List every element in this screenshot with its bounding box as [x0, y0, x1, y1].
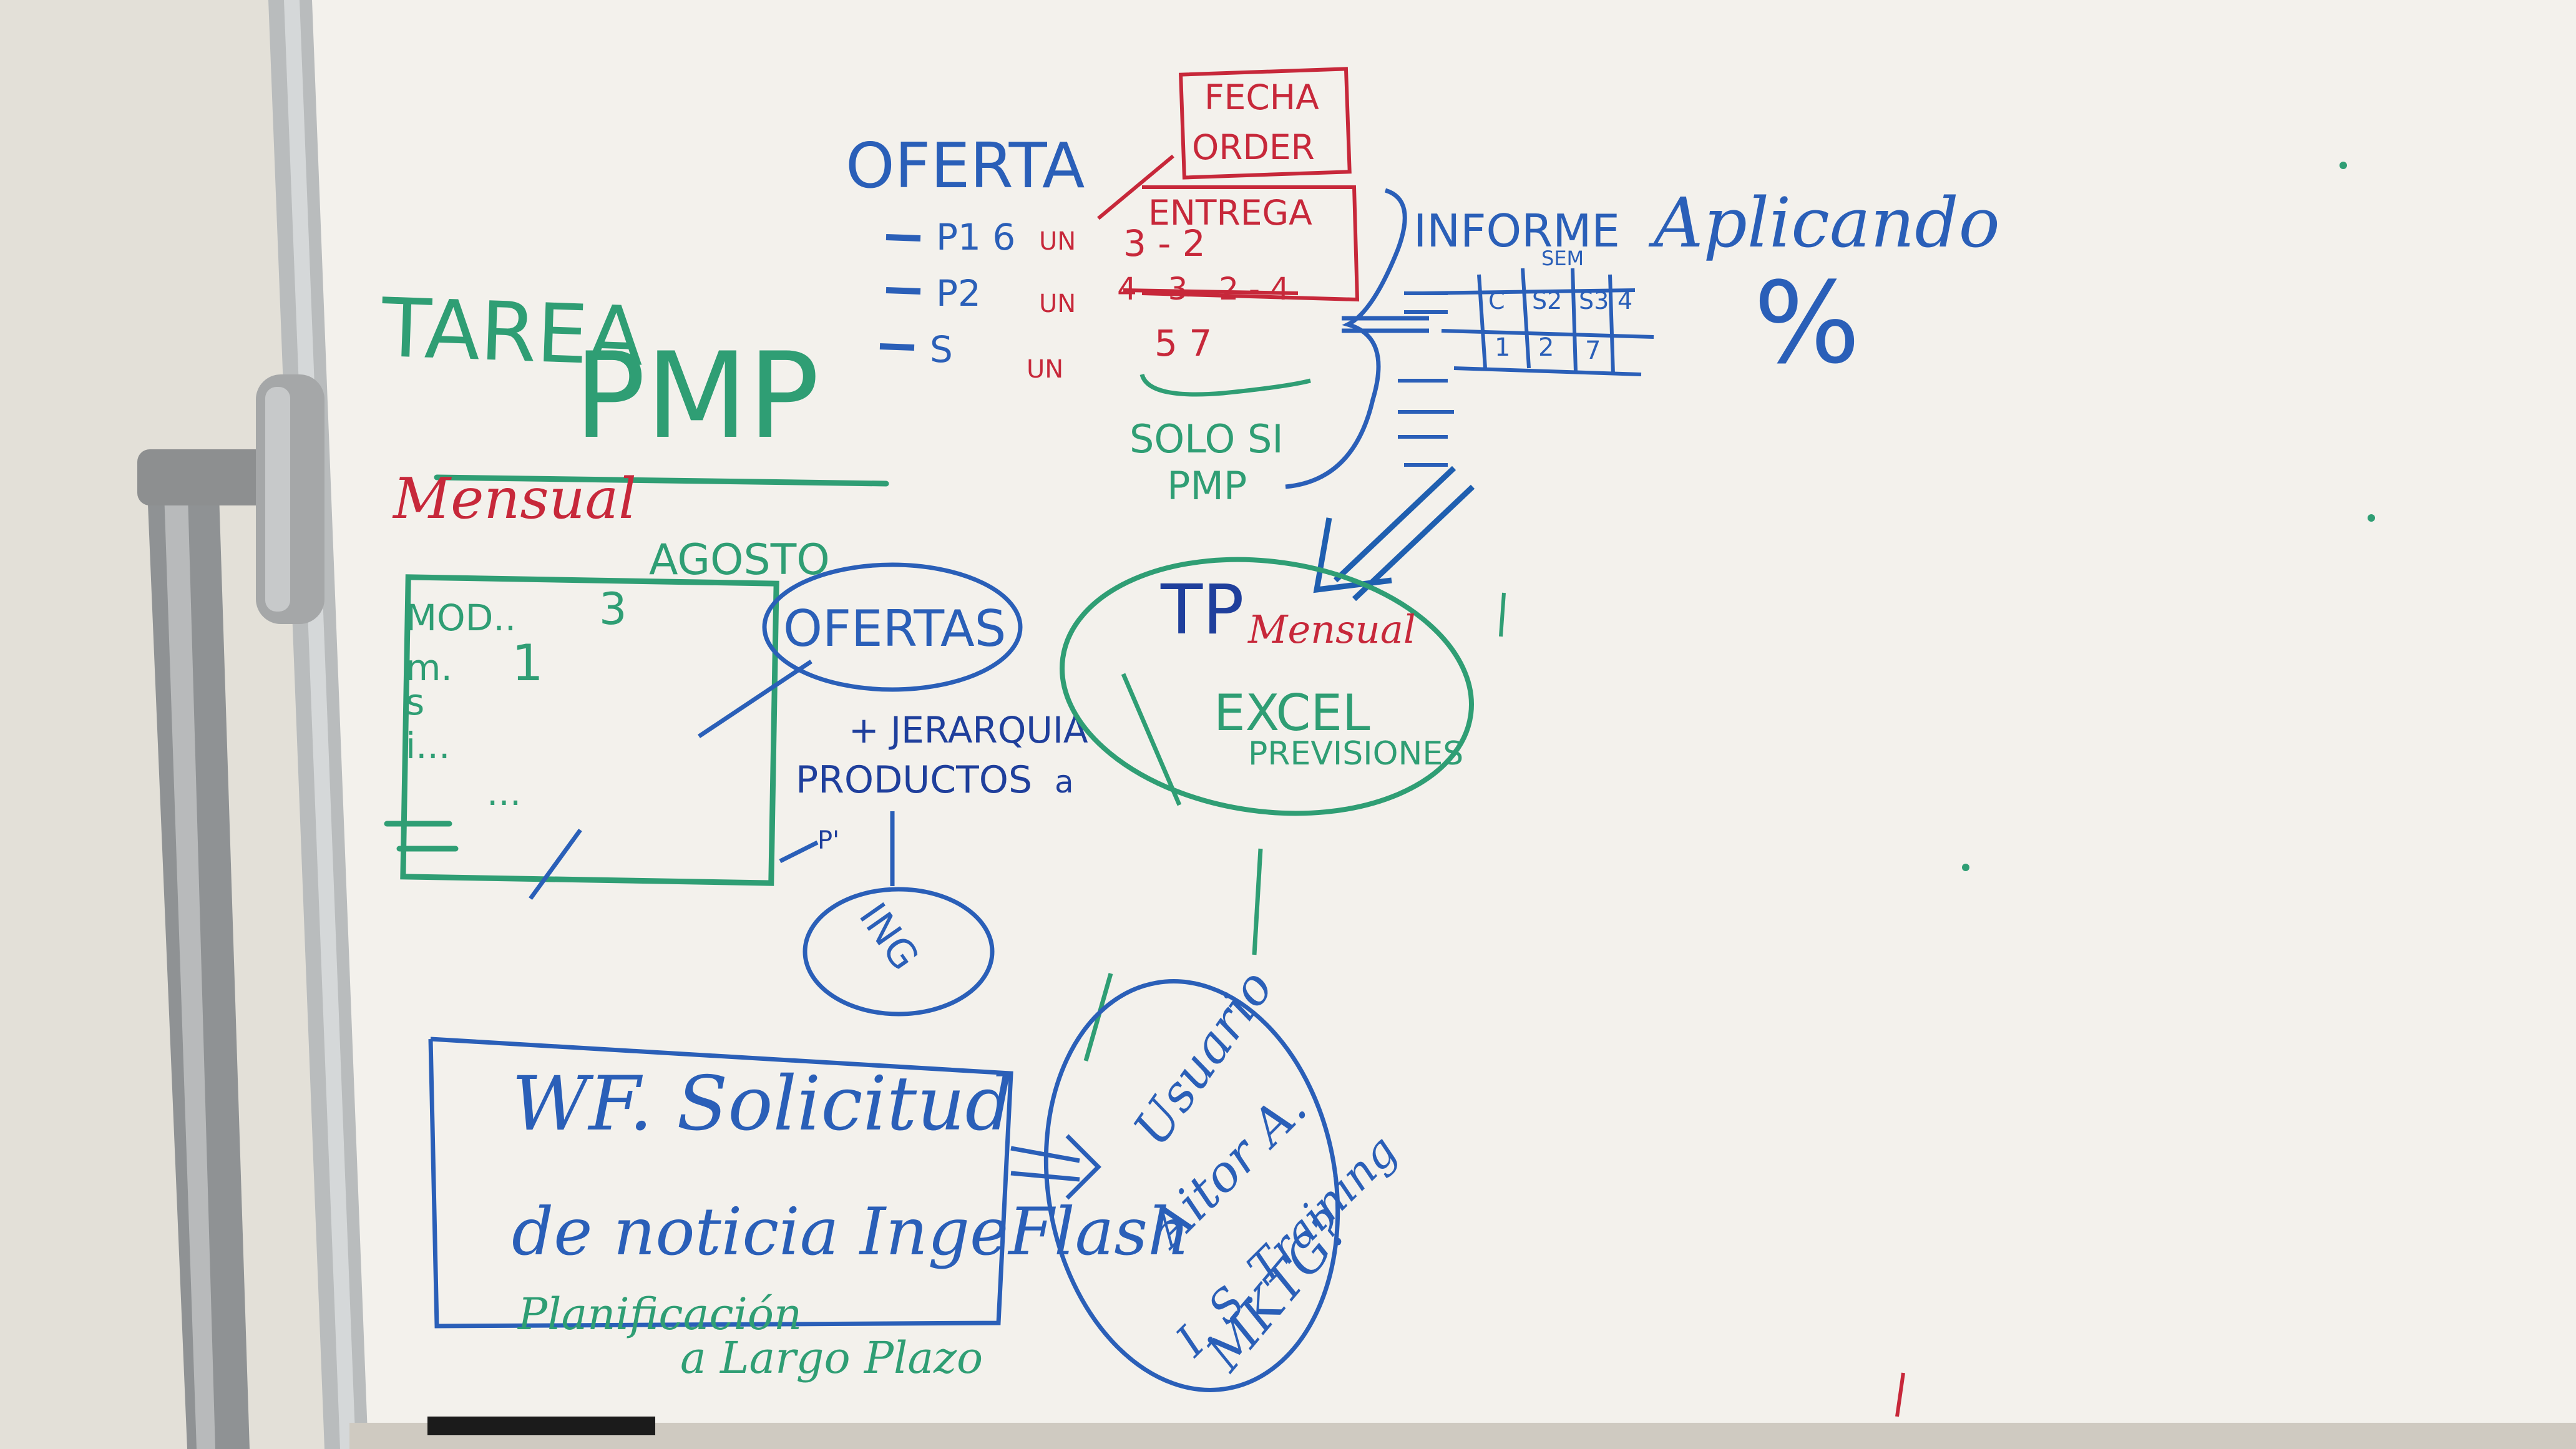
solo-si-text: SOLO SI	[1129, 416, 1284, 462]
stray-dot	[2339, 162, 2347, 169]
p-marker: P'	[817, 826, 839, 855]
whiteboard	[293, 0, 2576, 1449]
wf-line-2: de noticia IngeFlash	[512, 1194, 1190, 1270]
stand-pole-highlight	[163, 474, 215, 1449]
arrow-line	[529, 828, 582, 900]
informe-value: 7	[1585, 336, 1601, 365]
informe-grid	[1398, 268, 1654, 467]
list-item: MOD..	[406, 597, 516, 639]
arrow-to-informe	[1342, 316, 1429, 333]
row-values: 5 7	[1154, 322, 1212, 364]
pmp-small-text: PMP	[1167, 463, 1247, 509]
row-unit: UN	[1039, 227, 1076, 256]
row-code: S	[930, 328, 953, 371]
informe-header: S3	[1579, 287, 1609, 315]
board-tray	[349, 1423, 2576, 1449]
informe-sub: SEM	[1541, 246, 1584, 270]
tp-bubble	[1060, 557, 1474, 816]
mensual-box	[400, 574, 779, 886]
agosto-label: AGOSTO	[649, 535, 830, 585]
informe-value: 1	[1495, 333, 1510, 362]
row-code: P2	[936, 272, 981, 315]
entrega-text: ENTREGA	[1148, 193, 1312, 233]
ofertas-bubble	[762, 562, 1023, 692]
green-list: MOD.. m. s i... ... 3 1	[406, 583, 627, 814]
solo-si-brace	[1139, 373, 1311, 397]
planificacion-line-2: a Largo Plazo	[680, 1332, 983, 1383]
pmp-label: PMP	[574, 327, 819, 465]
board-frame-highlight	[284, 0, 356, 1449]
stray-mark	[1499, 592, 1506, 637]
brace-to-informe	[1285, 188, 1407, 489]
oferta-title: OFERTA	[846, 129, 1085, 202]
ofertas-text: OFERTAS	[783, 600, 1006, 658]
excel-text: EXCEL	[1214, 684, 1370, 742]
fecha-order-box	[1179, 67, 1352, 180]
row-unit: UN	[1039, 290, 1076, 318]
productos-text: PRODUCTOS	[796, 758, 1032, 802]
stray-mark	[1895, 1372, 1905, 1417]
list-item: i...	[406, 724, 450, 767]
percent-sign: %	[1754, 258, 1860, 389]
tp-mensual: Mensual	[1247, 607, 1416, 652]
ing-bubble	[803, 887, 995, 1017]
informe-value: 2	[1538, 333, 1554, 362]
list-item: m.	[406, 646, 452, 689]
informe-title: INFORME	[1413, 205, 1620, 257]
previsiones-text: PREVISIONES	[1248, 735, 1463, 773]
planificacion-line-1: Planificación	[517, 1289, 802, 1340]
eraser	[427, 1417, 655, 1435]
fecha-text: FECHA	[1204, 77, 1319, 117]
oferta-rows: P1 6 P2 S UN UN UN 3 - 2 4 - 3 - 2 - 4 5…	[879, 216, 1290, 384]
productos-sub: a	[1055, 764, 1074, 800]
wf-line-1: WF. Solicitud	[512, 1061, 1013, 1148]
tarea-label: TAREA	[379, 280, 645, 384]
usuario-bubble	[1043, 979, 1340, 1392]
jerarquia-text: + JERARQUIA	[849, 709, 1088, 751]
row-values: 3 - 2	[1123, 222, 1206, 265]
green-connector	[1083, 673, 1263, 1061]
list-item: ...	[487, 771, 521, 814]
arrow-line	[779, 840, 819, 864]
informe-header: 4	[1617, 287, 1632, 315]
stray-dot	[2368, 514, 2375, 522]
underline-pmp	[434, 474, 889, 487]
tp-text: TP	[1160, 570, 1244, 650]
stray-dot	[1962, 864, 1969, 871]
list-item: s	[406, 681, 424, 723]
informe-header: S2	[1532, 287, 1562, 315]
arrow-line	[698, 660, 812, 738]
fecha-arrow	[1097, 154, 1174, 220]
stand-knob-highlight	[265, 387, 290, 612]
row-code: P1 6	[936, 216, 1015, 258]
row-unit: UN	[1027, 355, 1063, 384]
informe-header: C	[1488, 287, 1505, 315]
order-text: ORDER	[1192, 127, 1315, 167]
entrega-box	[1141, 185, 1360, 302]
list-number: 1	[512, 634, 544, 692]
aplicando-text: Aplicando	[1648, 183, 2000, 263]
list-number: 3	[599, 583, 627, 635]
mensual-label: Mensual	[392, 466, 637, 532]
strike-line	[1123, 288, 1299, 295]
stand-clamp	[137, 449, 281, 505]
row-values: 4 - 3 - 2 - 4	[1117, 271, 1290, 307]
